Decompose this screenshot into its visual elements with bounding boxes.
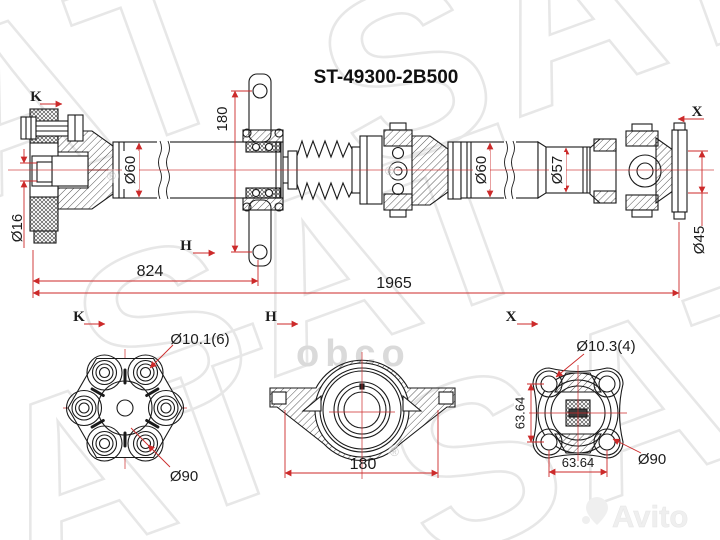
bearing-ball <box>251 142 261 152</box>
dim-flange-bore: Ø16 <box>9 214 26 242</box>
bearing-ball <box>251 188 261 198</box>
registered-watermarks: ® ® ® <box>105 164 402 459</box>
dim-overall-length: 1965 <box>376 275 412 292</box>
dim-rear-tube-od: Ø60 <box>473 156 490 184</box>
section-label-x-view: X <box>506 309 517 325</box>
flex-disc-center-hole <box>116 399 134 417</box>
rear-flange-disc <box>671 129 688 213</box>
mount-slot-right <box>438 391 454 405</box>
ujoint-ball <box>391 146 405 160</box>
dim-x-spacing-vertical: 63.64 <box>512 397 527 430</box>
dim-bracket-offset: 180 <box>214 106 231 131</box>
section-label-x-main: X <box>692 104 703 120</box>
view-x-rear-flange: X <box>506 309 666 477</box>
registered-mark: ® <box>390 445 399 459</box>
main-dimension-labels: K H X Ø16 Ø60 180 Ø60 Ø57 Ø45 824 1965 <box>9 89 708 292</box>
lightening-hole-left <box>301 394 322 412</box>
flange-bolt <box>20 114 84 142</box>
part-number: ST-49300-2B500 <box>314 67 459 88</box>
rear-universal-joint <box>589 122 688 220</box>
avito-watermark-text: Avito <box>612 499 688 534</box>
dim-k-bolt-circle: Ø90 <box>170 468 198 485</box>
bracket-top-hole <box>252 83 268 99</box>
section-label-k-view: K <box>73 309 85 325</box>
section-label-k-main: K <box>30 89 42 105</box>
bearing-ball <box>264 142 274 152</box>
dim-rear-flange-pilot: Ø45 <box>691 226 708 254</box>
flex-disc-slots <box>90 368 160 448</box>
avito-watermark: Avito <box>582 497 689 534</box>
ujoint-ball <box>391 182 405 196</box>
mount-slot-left <box>271 391 287 405</box>
dim-x-bolt-circle: Ø90 <box>638 451 666 468</box>
bearing-ball <box>264 188 274 198</box>
dim-h-mount-width: 180 <box>350 456 377 473</box>
avito-pin-icon <box>586 497 608 525</box>
center-bearing-bracket <box>242 73 284 267</box>
registered-mark: ® <box>385 164 394 178</box>
dim-front-length: 824 <box>137 263 164 280</box>
section-label-h-view: H <box>265 309 277 325</box>
dim-x-spacing-horizontal: 63.64 <box>562 455 595 470</box>
dim-front-tube-od: Ø60 <box>122 156 139 184</box>
rear-flange-yoke <box>655 136 674 205</box>
flex-disc-bushings <box>65 354 185 462</box>
dim-k-hole-spec: Ø10.1(6) <box>170 331 229 348</box>
dim-x-hole-spec: Ø10.3(4) <box>576 338 635 355</box>
view-h-center-bearing: H 180 <box>265 309 456 479</box>
lightening-hole-right <box>402 394 423 412</box>
dim-rear-neck-od: Ø57 <box>549 156 566 184</box>
section-label-h-main: H <box>180 238 192 254</box>
view-k-flex-disc: K <box>63 309 230 485</box>
mid-joint-right-yoke <box>411 135 449 206</box>
flange-center-bore <box>36 161 53 183</box>
bracket-bottom-hole <box>252 244 268 260</box>
registered-mark: ® <box>107 169 116 183</box>
